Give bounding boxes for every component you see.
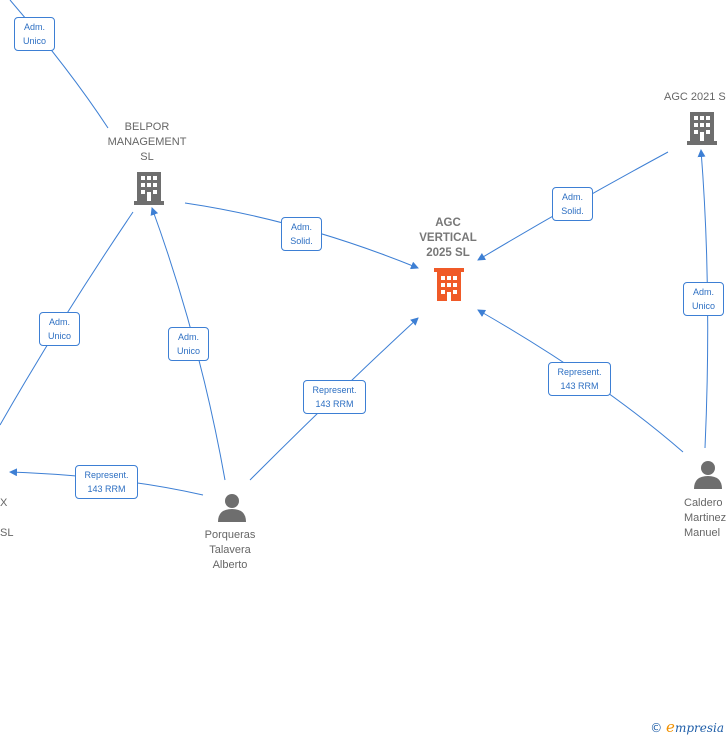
person-icon-porqueras[interactable] <box>218 494 246 522</box>
brand-logo-text: mpresia <box>674 721 724 735</box>
brand-watermark: © empresia <box>650 718 724 736</box>
node-label-agc-vertical[interactable]: AGC VERTICAL 2025 SL <box>419 217 477 259</box>
edge-label-represent-porqueras-left: Represent. 143 RRM <box>75 465 138 499</box>
node-label-caldero[interactable]: Caldero Martinez Manuel <box>684 497 727 539</box>
brand-logo-e: e <box>666 718 675 736</box>
copyright-icon: © <box>650 721 663 735</box>
node-label-porqueras[interactable]: Porqueras Talavera Alberto <box>204 529 256 571</box>
person-icon-caldero[interactable] <box>694 461 722 489</box>
edge-label-adm-unico-left: Adm. Unico <box>39 312 80 346</box>
edge-label-represent-porqueras-agc: Represent. 143 RRM <box>303 380 366 414</box>
building-icon-agc-2021[interactable] <box>687 112 717 145</box>
edge-label-adm-solid-belpor: Adm. Solid. <box>281 217 322 251</box>
edge-label-adm-unico-top: Adm. Unico <box>14 17 55 51</box>
building-icon-agc-vertical[interactable] <box>434 268 464 301</box>
edge-label-adm-solid-agc2021: Adm. Solid. <box>552 187 593 221</box>
node-label-belpor[interactable]: BELPOR MANAGEMENT SL <box>107 121 187 163</box>
building-icon-belpor[interactable] <box>134 172 164 205</box>
node-label-left-partial[interactable]: X SL <box>0 497 14 539</box>
edge-label-represent-caldero-agc: Represent. 143 RRM <box>548 362 611 396</box>
edge-label-adm-unico-porqueras: Adm. Unico <box>168 327 209 361</box>
edge-top-to-belpor <box>9 0 109 129</box>
node-label-agc-2021[interactable]: AGC 2021 S <box>664 91 726 103</box>
edge-label-adm-unico-caldero: Adm. Unico <box>683 282 724 316</box>
